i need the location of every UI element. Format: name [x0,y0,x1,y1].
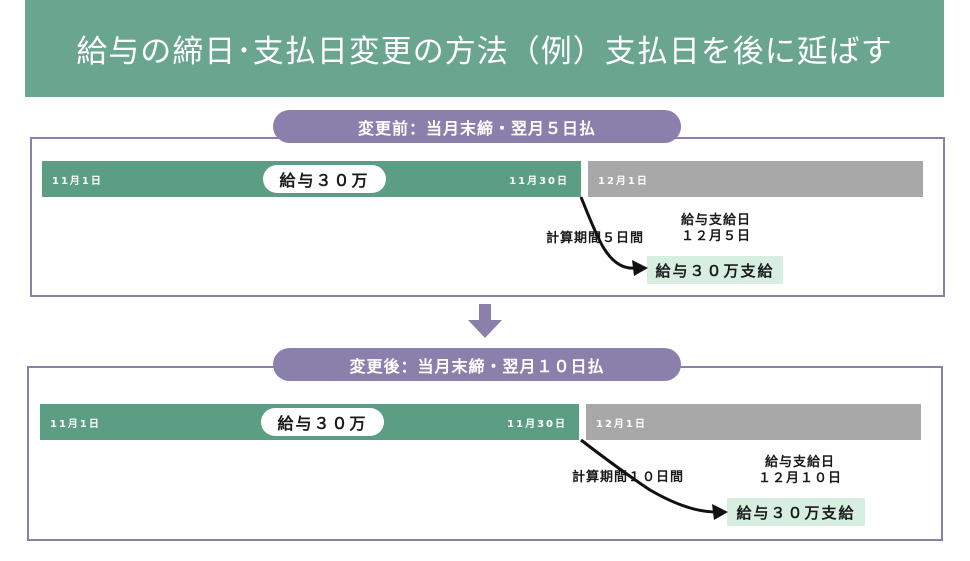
before-end-date: 11月30日 [509,175,569,187]
after-payment-box: 給与３０万支給 [727,498,865,526]
before-salary-pill: 給与３０万 [263,165,386,193]
before-start-date: 11月1日 [52,175,103,187]
after-start-date: 11月1日 [50,418,101,430]
before-next-date: 12月1日 [598,175,649,187]
page-title: 給与の締日･支払日変更の方法（例）支払日を後に延ばす [76,34,893,70]
before-payment-box: 給与３０万支給 [647,256,783,284]
down-arrow-icon [468,304,502,338]
before-payday-title: 給与支給日 [680,213,751,228]
before-period-text: 計算期間５日間 [546,231,645,246]
after-salary-pill: 給与３０万 [261,408,384,436]
after-next-date: 12月1日 [596,418,647,430]
before-label: 変更前：当月末締・翌月５日払 [273,110,681,143]
after-next-month-bar: 12月1日 [586,404,921,440]
header-banner: 給与の締日･支払日変更の方法（例）支払日を後に延ばす [25,0,944,97]
before-payday-date: １２月５日 [680,229,751,244]
before-payday: 給与支給日 １２月５日 [668,213,764,245]
after-period-bar: 11月1日 給与３０万 11月30日 [40,404,579,440]
before-period-bar: 11月1日 給与３０万 11月30日 [42,161,581,197]
after-payday: 給与支給日 １２月１０日 [741,455,859,487]
after-label: 変更後：当月末締・翌月１０日払 [273,348,681,381]
after-end-date: 11月30日 [507,418,567,430]
before-next-month-bar: 12月1日 [588,161,923,197]
after-payday-title: 給与支給日 [764,455,835,470]
after-payday-date: １２月１０日 [757,471,842,486]
after-period-text: 計算期間１０日間 [572,470,685,485]
